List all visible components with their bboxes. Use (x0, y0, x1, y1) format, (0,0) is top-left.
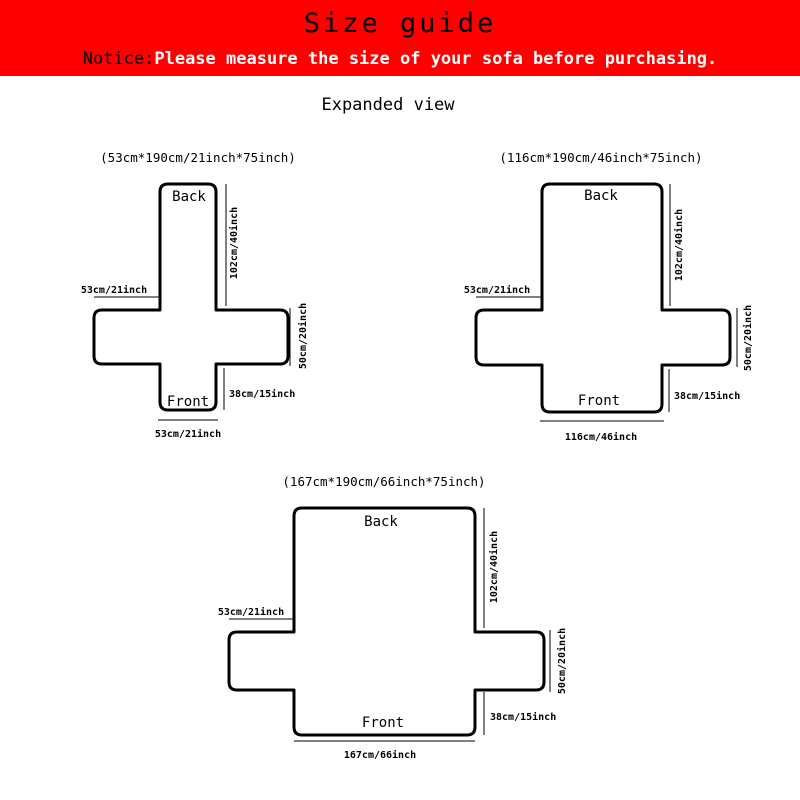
notice-label: Notice: (82, 49, 155, 69)
back-height-label: 102cm/40inch (488, 531, 500, 603)
cover-outline (227, 506, 546, 737)
seat-width-label: 53cm/21inch (155, 428, 221, 440)
arm-height-label: 50cm/20inch (556, 628, 568, 694)
front-label: Front (167, 394, 209, 410)
front-height-label: 38cm/15inch (229, 388, 295, 400)
cover-outline (92, 182, 290, 412)
seat-width-label: 167cm/66inch (344, 749, 416, 761)
header-banner: Size guide Notice:Please measure the siz… (0, 0, 800, 76)
diagram-large: (167cm*190cm/66inch*75inch) Back Front 1… (218, 474, 568, 761)
arm-width-label: 53cm/21inch (81, 284, 147, 296)
arm-height-label: 50cm/20inch (742, 305, 754, 371)
diagram-caption: (167cm*190cm/66inch*75inch) (282, 474, 485, 489)
notice-text: Please measure the size of your sofa bef… (154, 49, 718, 69)
notice-line: Notice:Please measure the size of your s… (0, 49, 800, 69)
front-label: Front (578, 393, 620, 409)
page-title: Size guide (303, 8, 497, 39)
front-label: Front (362, 715, 404, 731)
back-label: Back (364, 514, 398, 530)
front-height-label: 38cm/15inch (674, 390, 740, 402)
arm-width-label: 53cm/21inch (464, 284, 530, 296)
back-label: Back (172, 189, 206, 205)
expanded-view-heading: Expanded view (321, 95, 455, 115)
back-height-label: 102cm/40inch (673, 209, 685, 281)
diagram-small: (53cm*190cm/21inch*75inch) Back Front 10… (81, 150, 309, 440)
diagram-caption: (116cm*190cm/46inch*75inch) (499, 150, 702, 165)
back-height-label: 102cm/40inch (228, 207, 240, 279)
cover-outline (474, 182, 732, 414)
arm-width-label: 53cm/21inch (218, 606, 284, 618)
arm-height-label: 50cm/20inch (297, 303, 309, 369)
diagram-caption: (53cm*190cm/21inch*75inch) (100, 150, 296, 165)
front-height-label: 38cm/15inch (490, 711, 556, 723)
back-label: Back (584, 188, 618, 204)
seat-width-label: 116cm/46inch (565, 431, 637, 443)
diagram-medium: (116cm*190cm/46inch*75inch) Back Front 1… (464, 150, 754, 443)
